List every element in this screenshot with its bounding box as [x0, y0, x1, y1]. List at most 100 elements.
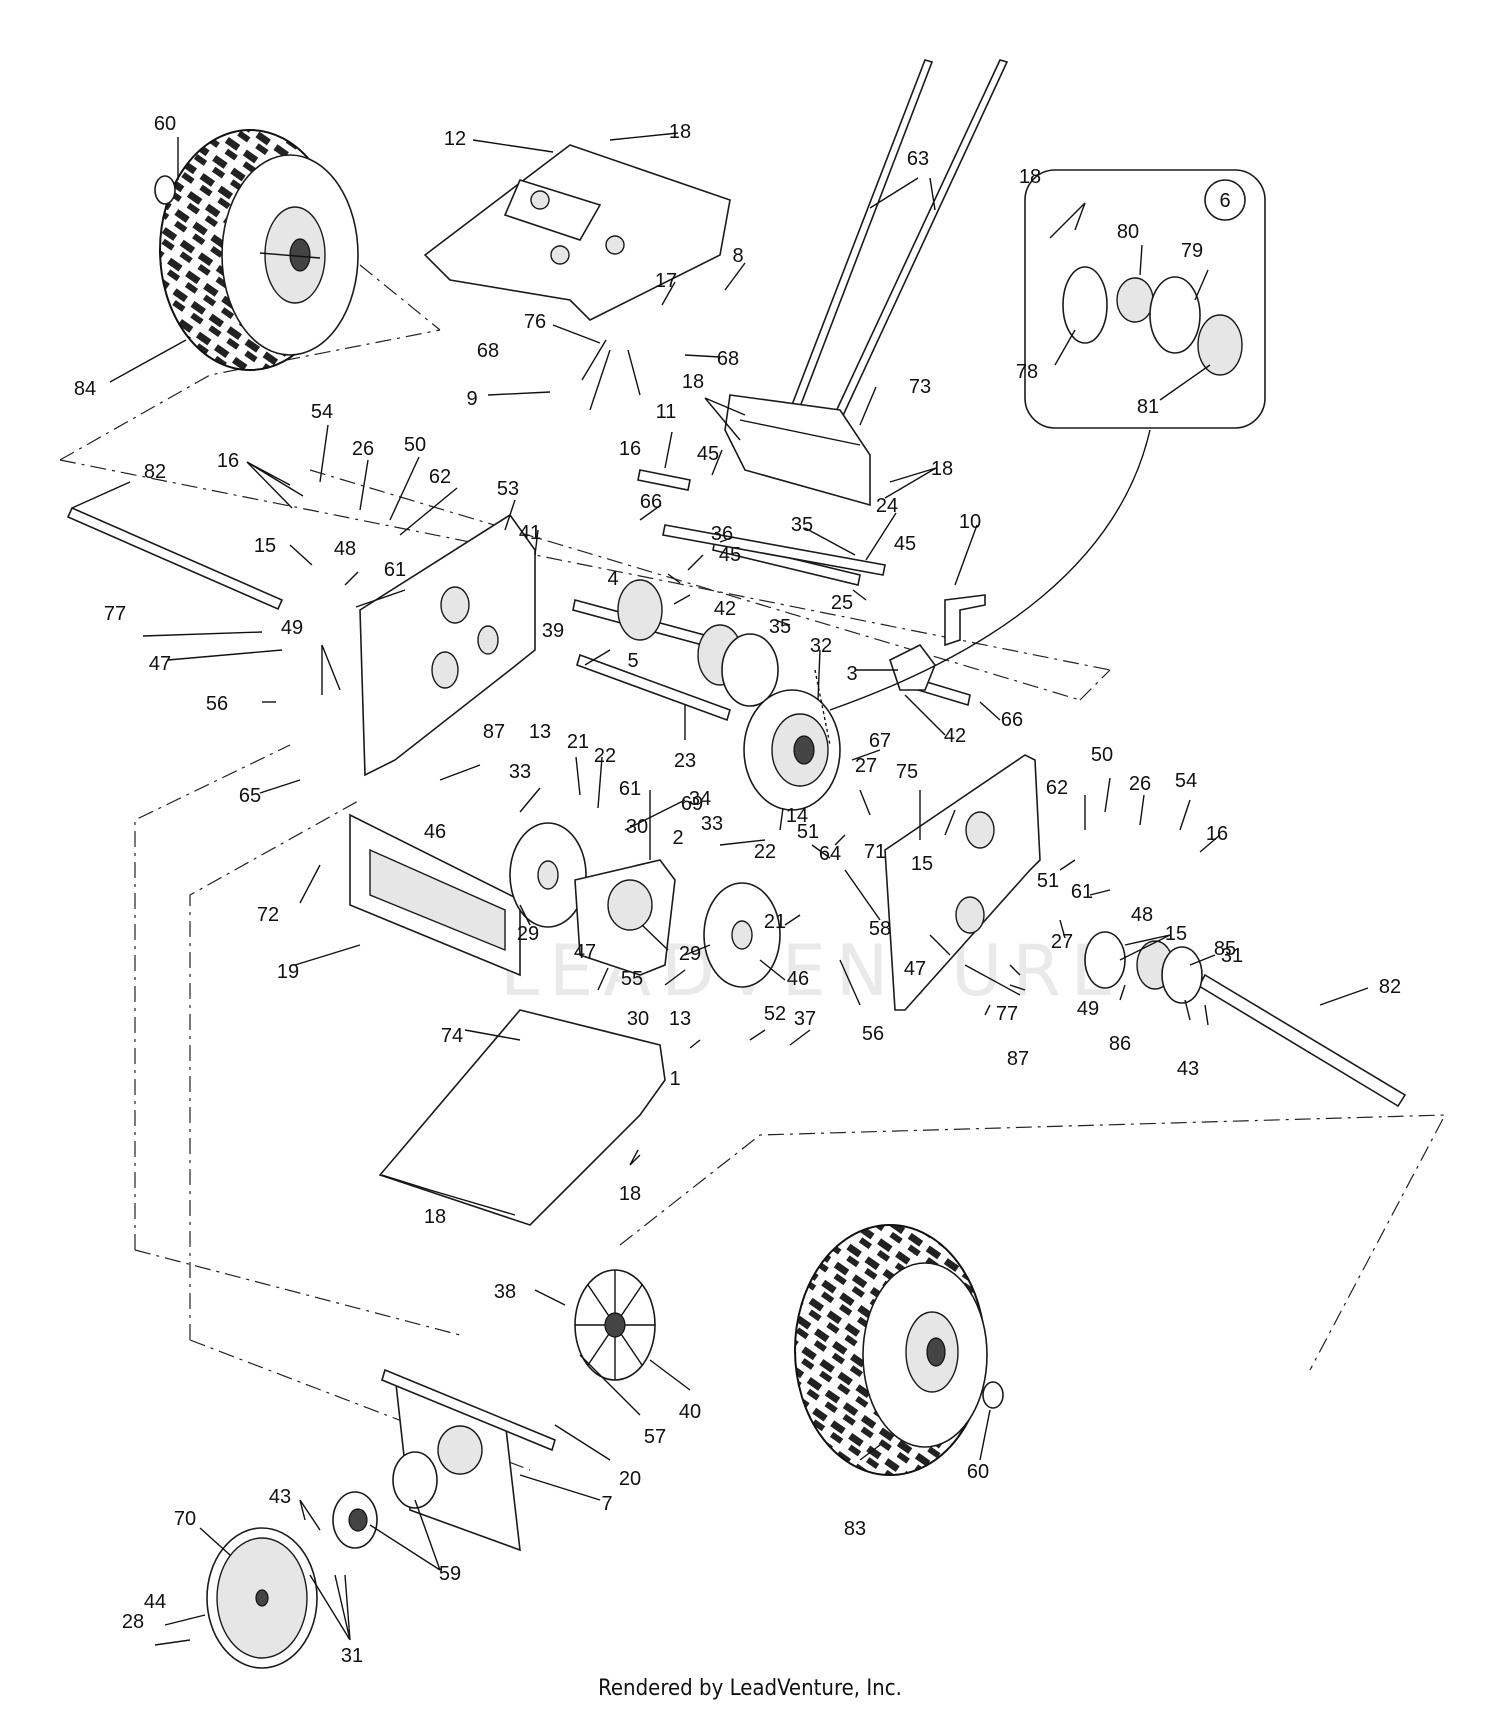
callout-16: 16 [1206, 823, 1228, 845]
callout-44: 44 [144, 1591, 166, 1613]
axle-82-right [1197, 973, 1407, 1108]
callout-14: 14 [786, 805, 808, 827]
callout-49: 49 [281, 617, 303, 639]
callout-81: 81 [1137, 396, 1159, 418]
bracket-7 [381, 1368, 556, 1552]
callout-25: 25 [831, 592, 853, 614]
pulley-34 [743, 689, 841, 811]
callout-50: 50 [1091, 744, 1113, 766]
callout-78: 78 [1016, 361, 1038, 383]
callout-28: 28 [122, 1611, 144, 1633]
callout-32: 32 [810, 635, 832, 657]
callout-77: 77 [104, 603, 126, 625]
gears [617, 579, 779, 707]
callout-87: 87 [483, 721, 505, 743]
callout-54: 54 [1175, 770, 1197, 792]
callout-21: 21 [567, 731, 589, 753]
callout-72: 72 [257, 904, 279, 926]
clip-60-top [154, 175, 176, 205]
bracket-3 [889, 643, 936, 691]
callout-18: 18 [619, 1183, 641, 1205]
callout-24: 24 [876, 495, 898, 517]
callout-45: 45 [697, 443, 719, 465]
callout-68: 68 [477, 340, 499, 362]
callout-19: 19 [277, 961, 299, 983]
callout-79: 79 [1181, 240, 1203, 262]
callout-21: 21 [764, 911, 786, 933]
sprocket-33-right [703, 882, 781, 988]
callout-42: 42 [714, 598, 736, 620]
callout-71: 71 [864, 841, 886, 863]
callout-46: 46 [424, 821, 446, 843]
callout-22: 22 [594, 745, 616, 767]
callout-56: 56 [206, 693, 228, 715]
callout-73: 73 [909, 376, 931, 398]
callout-83: 83 [844, 1518, 866, 1540]
callout-30: 30 [627, 1008, 649, 1030]
callout-66: 66 [1001, 709, 1023, 731]
callout-77: 77 [996, 1003, 1018, 1025]
callout-4: 4 [607, 568, 618, 590]
callout-58: 58 [869, 918, 891, 940]
callout-64: 64 [819, 843, 841, 865]
flanges-85 [1084, 931, 1203, 1004]
sprocket-33-left [509, 822, 587, 928]
callout-66: 66 [640, 491, 662, 513]
callout-22: 22 [754, 841, 776, 863]
callout-82: 82 [1379, 976, 1401, 998]
impeller-40 [574, 1269, 656, 1381]
callout-35: 35 [791, 514, 813, 536]
callout-5: 5 [627, 650, 638, 672]
callout-76: 76 [524, 311, 546, 333]
callout-15: 15 [254, 535, 276, 557]
callout-18: 18 [669, 121, 691, 143]
callout-48: 48 [334, 538, 356, 560]
callout-61: 61 [1071, 881, 1093, 903]
callout-86: 86 [1109, 1033, 1131, 1055]
callout-57: 57 [644, 1426, 666, 1448]
callout-85: 85 [1214, 938, 1236, 960]
callout-18: 18 [931, 458, 953, 480]
callout-3: 3 [846, 663, 857, 685]
inset-number-label: 6 [1219, 190, 1230, 212]
footer-credit: Rendered by LeadVenture, Inc. [598, 1676, 902, 1701]
callout-69: 69 [681, 793, 703, 815]
callout-43: 43 [269, 1486, 291, 1508]
callout-23: 23 [674, 750, 696, 772]
callout-60: 60 [154, 113, 176, 135]
callout-80: 80 [1117, 221, 1139, 243]
callout-65: 65 [239, 785, 261, 807]
callout-7: 7 [601, 1493, 612, 1515]
callout-2: 2 [672, 827, 683, 849]
callout-17: 17 [655, 270, 677, 292]
callout-60: 60 [967, 1461, 989, 1483]
callout-29: 29 [679, 943, 701, 965]
callout-27: 27 [1051, 931, 1073, 953]
callout-47: 47 [149, 653, 171, 675]
callout-54: 54 [311, 401, 333, 423]
flange-59 [332, 1451, 438, 1549]
plate-74 [378, 1009, 666, 1226]
callout-9: 9 [466, 388, 477, 410]
callout-38: 38 [494, 1281, 516, 1303]
callout-18: 18 [682, 371, 704, 393]
callout-62: 62 [1046, 777, 1068, 799]
top-plate-12 [423, 144, 731, 321]
pulley-70 [206, 1527, 318, 1669]
callout-31: 31 [1221, 945, 1243, 967]
callout-84: 84 [74, 378, 96, 400]
bracket-10 [944, 594, 986, 647]
callout-56: 56 [862, 1023, 884, 1045]
callout-15: 15 [911, 853, 933, 875]
callout-74: 74 [441, 1025, 463, 1047]
callout-70: 70 [174, 1508, 196, 1530]
callout-51: 51 [1037, 870, 1059, 892]
callout-47: 47 [904, 958, 926, 980]
callout-13: 13 [669, 1008, 691, 1030]
callout-51: 51 [797, 821, 819, 843]
callout-16: 16 [217, 450, 239, 472]
plate-72 [349, 813, 521, 977]
callout-20: 20 [619, 1468, 641, 1490]
callout-41: 41 [519, 522, 541, 544]
